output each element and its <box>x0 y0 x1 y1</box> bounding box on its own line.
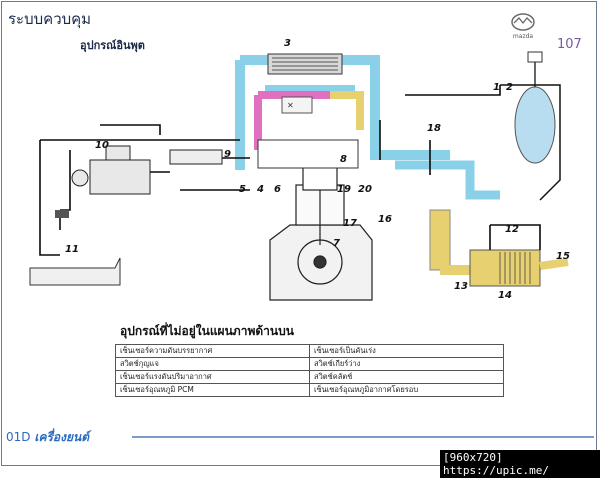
callout-10: 10 <box>95 140 109 151</box>
table-cell: เซ็นเซอร์อุณหภูมิอากาศโดยรอบ <box>309 383 504 397</box>
callout-14: 14 <box>498 290 512 301</box>
callout-20: 20 <box>358 184 372 195</box>
fuel-lines <box>39 85 541 256</box>
table-cell: เซ็นเซอร์ความดันบรรยากาศ <box>115 344 310 358</box>
callout-3: 3 <box>284 38 291 49</box>
table-cell: เซ็นเซอร์อุณหภูมิ PCM <box>115 383 310 397</box>
callout-13: 13 <box>454 281 468 292</box>
callout-4: 4 <box>256 184 264 195</box>
logo-text: mazda <box>513 33 533 40</box>
engine-block <box>269 159 373 301</box>
fuel-tank <box>29 257 121 286</box>
air-cleaner <box>514 86 556 164</box>
exhaust-pipe <box>429 209 451 271</box>
page-title: ระบบควบคุม <box>8 10 92 28</box>
callout-17: 17 <box>343 218 357 229</box>
table-cell: สวิตช์เกียร์ว่าง <box>309 357 504 371</box>
callout-6: 6 <box>274 184 281 195</box>
footer-divider <box>132 436 594 438</box>
table-row: เซ็นเซอร์อุณหภูมิ PCM เซ็นเซอร์อุณหภูมิอ… <box>115 383 504 397</box>
callout-7: 7 <box>333 238 340 249</box>
footer-code: 01D <box>6 430 31 444</box>
watermark: [960x720] https://upic.me/ <box>440 450 600 478</box>
common-rail <box>169 149 223 165</box>
table-cell: เซ็นเซอร์เป็นคันเร่ง <box>309 344 504 358</box>
callout-8: 8 <box>340 154 347 165</box>
intercooler <box>267 53 343 75</box>
page-number: 107 <box>557 37 582 52</box>
mazda-logo-icon: mazda <box>488 10 558 40</box>
callout-11: 11 <box>65 244 79 255</box>
callout-18: 18 <box>427 123 441 134</box>
slide-frame <box>1 1 597 466</box>
table-row: เซ็นเซอร์ความดันบรรยากาศ เซ็นเซอร์เป็นคั… <box>115 344 504 358</box>
table-row: เซ็นเซอร์แรงดันปริมาอากาศ สวิตช์คลัตช์ <box>115 370 504 384</box>
table-row: สวิตช์กุญแจ สวิตช์เกียร์ว่าง <box>115 357 504 371</box>
callout-1: 1 <box>493 82 500 93</box>
callout-19: 19 <box>337 184 351 195</box>
callout-5: 5 <box>239 184 246 195</box>
svg-text:✕: ✕ <box>287 101 294 110</box>
fuel-injection-pump <box>71 145 151 195</box>
page-subtitle: อุปกรณ์อินพุต <box>80 39 145 52</box>
callout-9: 9 <box>224 149 231 160</box>
callout-2: 2 <box>506 82 513 93</box>
callout-12: 12 <box>505 224 519 235</box>
footer-label: เครื่องยนต์ <box>34 430 90 444</box>
table-cell: สวิตช์กุญแจ <box>115 357 310 371</box>
components-table: เซ็นเซอร์ความดันบรรยากาศ เซ็นเซอร์เป็นคั… <box>115 344 504 397</box>
callout-16: 16 <box>378 214 392 225</box>
table-cell: สวิตช์คลัตช์ <box>309 370 504 384</box>
table-cell: เซ็นเซอร์แรงดันปริมาอากาศ <box>115 370 310 384</box>
callout-15: 15 <box>556 251 570 262</box>
footer-section: 01D เครื่องยนต์ <box>6 428 89 447</box>
not-shown-heading: อุปกรณ์ที่ไม่อยู่ในแผนภาพด้านบน <box>120 324 294 338</box>
